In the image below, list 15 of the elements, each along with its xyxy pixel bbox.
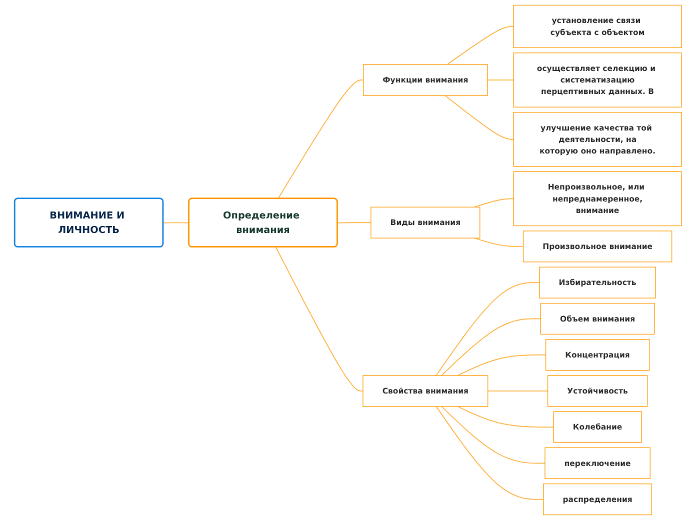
connector [487,390,548,392]
connector [441,406,546,464]
connector [446,26,514,65]
connector [457,354,546,376]
connector [436,282,540,376]
connector [457,406,554,428]
connector [337,222,372,224]
connector [275,246,364,392]
connector [444,95,514,140]
connector [278,80,364,200]
connector [474,198,514,208]
connector [474,238,524,247]
connector [436,406,544,500]
connector [162,222,190,224]
connector [441,318,542,376]
